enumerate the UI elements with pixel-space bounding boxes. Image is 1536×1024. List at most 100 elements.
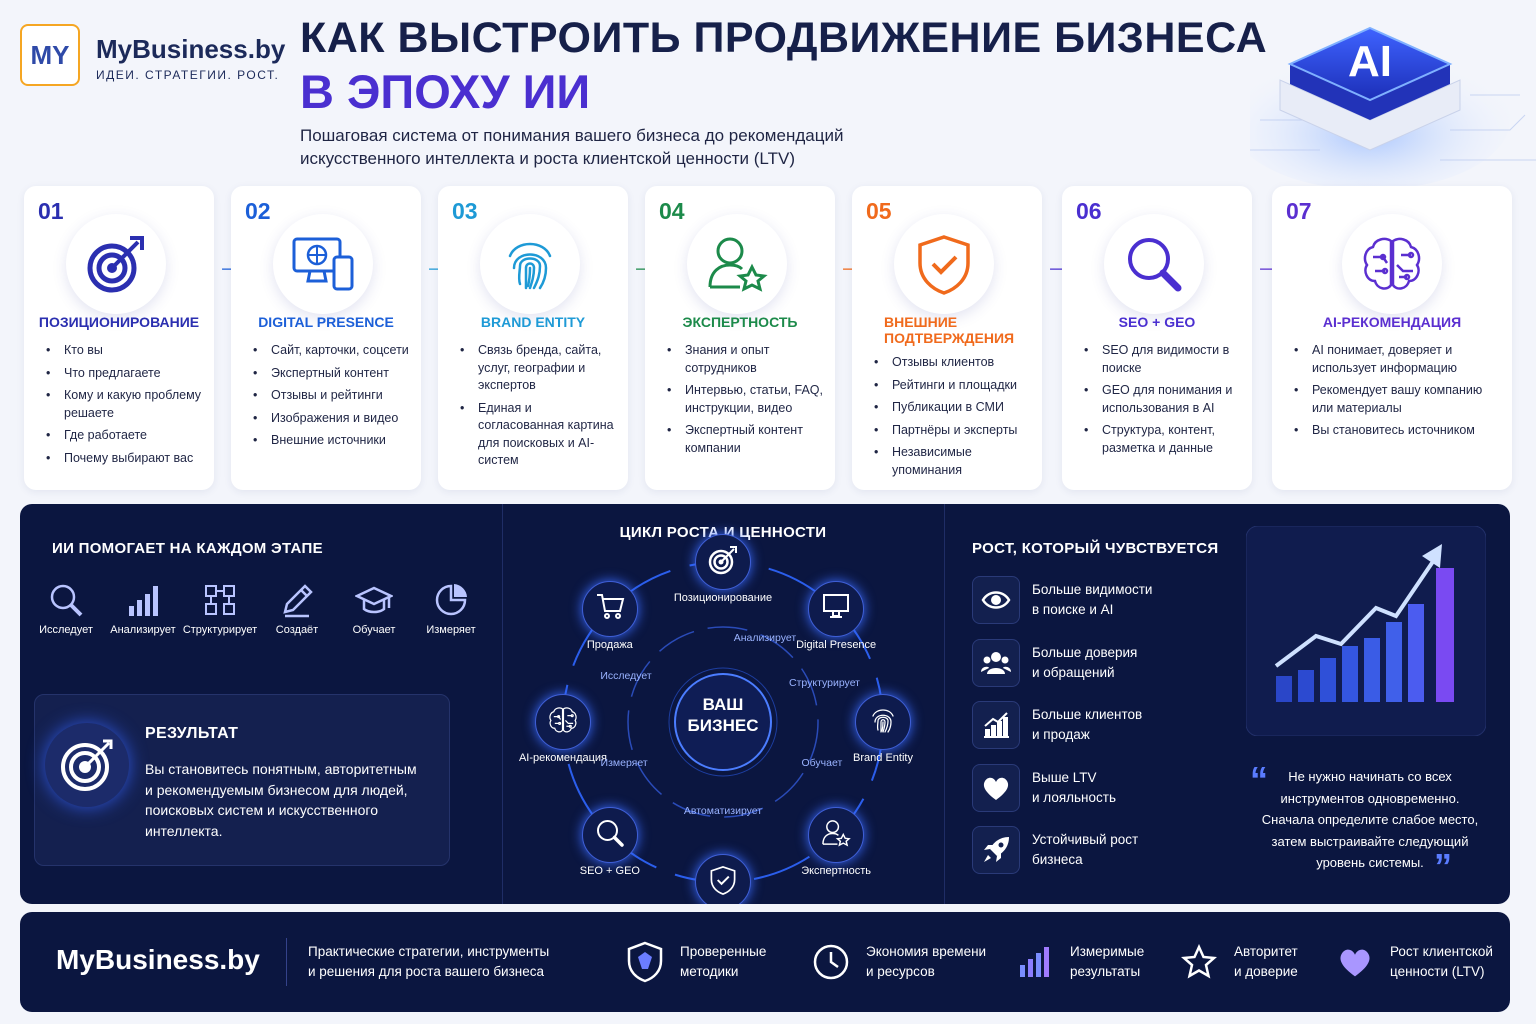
step-title: ПОЗИЦИОНИРОВАНИЕ — [38, 314, 200, 330]
quote-close-icon: ” — [1434, 846, 1452, 887]
shield-check-icon — [708, 865, 738, 900]
shield-check-icon — [894, 214, 994, 314]
quote-line: уровень системы. — [1316, 855, 1424, 870]
step-list-item: Изображения и видео — [251, 410, 413, 428]
magnifier-icon — [1104, 214, 1204, 314]
step-list-item: Почему выбирают вас — [44, 450, 206, 468]
step-card-04: 04 ЭКСПЕРТНОСТЬ Знания и опыт сотруднико… — [645, 186, 835, 490]
step-list: Сайт, карточки, соцсетиЭкспертный контен… — [251, 342, 413, 455]
step-number: 06 — [1076, 198, 1102, 224]
cycle-node-label: Позиционирование — [673, 592, 773, 604]
step-list-item: Где работаете — [44, 427, 206, 445]
result-line: поисковых систем и искусственного — [145, 802, 378, 818]
growth-line: Больше доверия — [1032, 644, 1138, 660]
bars-icon — [1014, 940, 1056, 984]
step-card-03: 03 BRAND ENTITY Связь бренда, сайта, усл… — [438, 186, 628, 490]
brand-tagline: ИДЕИ. СТРАТЕГИИ. РОСТ. — [96, 68, 280, 82]
center-line: ВАШ — [702, 695, 744, 714]
result-card: РЕЗУЛЬТАТ Вы становитесь понятным, автор… — [34, 694, 450, 866]
footer-item-text: Авторитет и доверие — [1234, 942, 1298, 982]
graduation-cap-icon — [336, 582, 412, 618]
quote-line: инструментов одновременно. — [1280, 790, 1460, 806]
growth-line: Устойчивый рост — [1032, 832, 1139, 847]
step-list-item: Публикации в СМИ — [872, 399, 1034, 417]
step-list: SEO для видимости в поискеGEO для понима… — [1082, 342, 1244, 462]
footer-line: Авторитет — [1234, 944, 1298, 959]
footer-line: и ресурсов — [866, 964, 935, 979]
step-list-item: Вы становитесь источником — [1292, 422, 1504, 440]
divider — [502, 504, 503, 904]
step-list-item: Структура, контент, разметка и данные — [1082, 422, 1244, 457]
heart-icon — [972, 763, 1020, 812]
shield-gem-icon — [624, 940, 666, 984]
step-card-02: 02 DIGITAL PRESENCE Сайт, карточки, соцс… — [231, 186, 421, 490]
step-list-item: Партнёры и эксперты — [872, 422, 1034, 440]
cycle-inner-label: Измеряет — [600, 757, 648, 770]
page-subtitle: Пошаговая система от понимания вашего би… — [300, 124, 940, 170]
step-number: 05 — [866, 198, 892, 224]
tool-pie-chart: Измеряет — [413, 582, 489, 636]
growth-line: Выше LTV — [1032, 769, 1097, 785]
structure-icon — [182, 582, 258, 618]
quote-line: Не нужно начинать со всех — [1288, 769, 1452, 784]
ai-chip-icon: AI — [1250, 26, 1536, 190]
step-title: AI-РЕКОМЕНДАЦИЯ — [1322, 314, 1462, 330]
logo[interactable]: MY — [20, 24, 80, 86]
footer-desc-line: Практические стратегии, инструменты — [308, 944, 550, 959]
subtitle-line2: искусственного интеллекта и роста клиент… — [300, 149, 795, 168]
cart-icon — [595, 591, 625, 626]
magnifier-icon — [595, 818, 625, 853]
step-list-item: SEO для видимости в поиске — [1082, 342, 1244, 377]
step-list-item: Внешние источники — [251, 432, 413, 450]
step-card-06: 06 SEO + GEO SEO для видимости в поискеG… — [1062, 186, 1252, 490]
search-icon — [28, 582, 104, 618]
step-list-item: GEO для понимания и использования в AI — [1082, 382, 1244, 417]
tool-pen: Создаёт — [259, 582, 335, 636]
step-number: 03 — [452, 198, 478, 224]
divider — [944, 504, 945, 904]
step-number: 04 — [659, 198, 685, 224]
brand-name: MyBusiness.by — [96, 34, 286, 64]
cycle-node-label: SEO + GEO — [579, 865, 640, 878]
tool-graduation-cap: Обучает — [336, 582, 412, 636]
target-icon — [66, 214, 166, 314]
step-list-item: Экспертный контент — [251, 365, 413, 383]
cycle-node-label: Продажа — [586, 638, 633, 651]
result-line: интеллекта. — [145, 822, 223, 839]
step-list: Отзывы клиентовРейтинги и площадкиПублик… — [872, 354, 1034, 484]
cycle-node-fingerprint — [855, 694, 911, 750]
step-list-item: Связь бренда, сайта, услуг, географии и … — [458, 342, 620, 395]
clock-icon — [810, 940, 852, 984]
eye-icon — [972, 576, 1020, 624]
ai-help-title: ИИ ПОМОГАЕТ НА КАЖДОМ ЭТАПЕ — [52, 540, 323, 557]
expert-icon — [687, 214, 787, 314]
growth-bars-icon — [1246, 526, 1486, 736]
pie-chart-icon — [413, 582, 489, 618]
cycle-node-label: Brand Entity — [853, 752, 913, 764]
step-list-item: Экспертный контент компании — [665, 422, 827, 457]
step-list-item: Сайт, карточки, соцсети — [251, 342, 413, 360]
cycle-node-magnifier — [581, 807, 638, 864]
growth-line: в поиске и AI — [1032, 602, 1114, 617]
step-list: Кто выЧто предлагаетеКому и какую пробле… — [44, 342, 206, 472]
rocket-icon — [972, 826, 1020, 874]
result-title: РЕЗУЛЬТАТ — [145, 725, 239, 742]
page-title-line1: КАК ВЫСТРОИТЬ ПРОДВИЖЕНИЕ БИЗНЕСА — [300, 14, 1268, 62]
step-list-item: Кто вы — [44, 342, 206, 360]
bar-chart-icon — [105, 582, 181, 618]
expert-icon — [821, 818, 851, 853]
footer-line: и доверие — [1234, 964, 1298, 979]
step-list-item: Независимые упоминания — [872, 444, 1034, 479]
subtitle-line1: Пошаговая система от понимания вашего би… — [300, 126, 844, 145]
tool-label: Структурирует — [182, 624, 258, 636]
fingerprint-icon — [868, 705, 898, 740]
tool-label: Измеряет — [426, 624, 476, 636]
